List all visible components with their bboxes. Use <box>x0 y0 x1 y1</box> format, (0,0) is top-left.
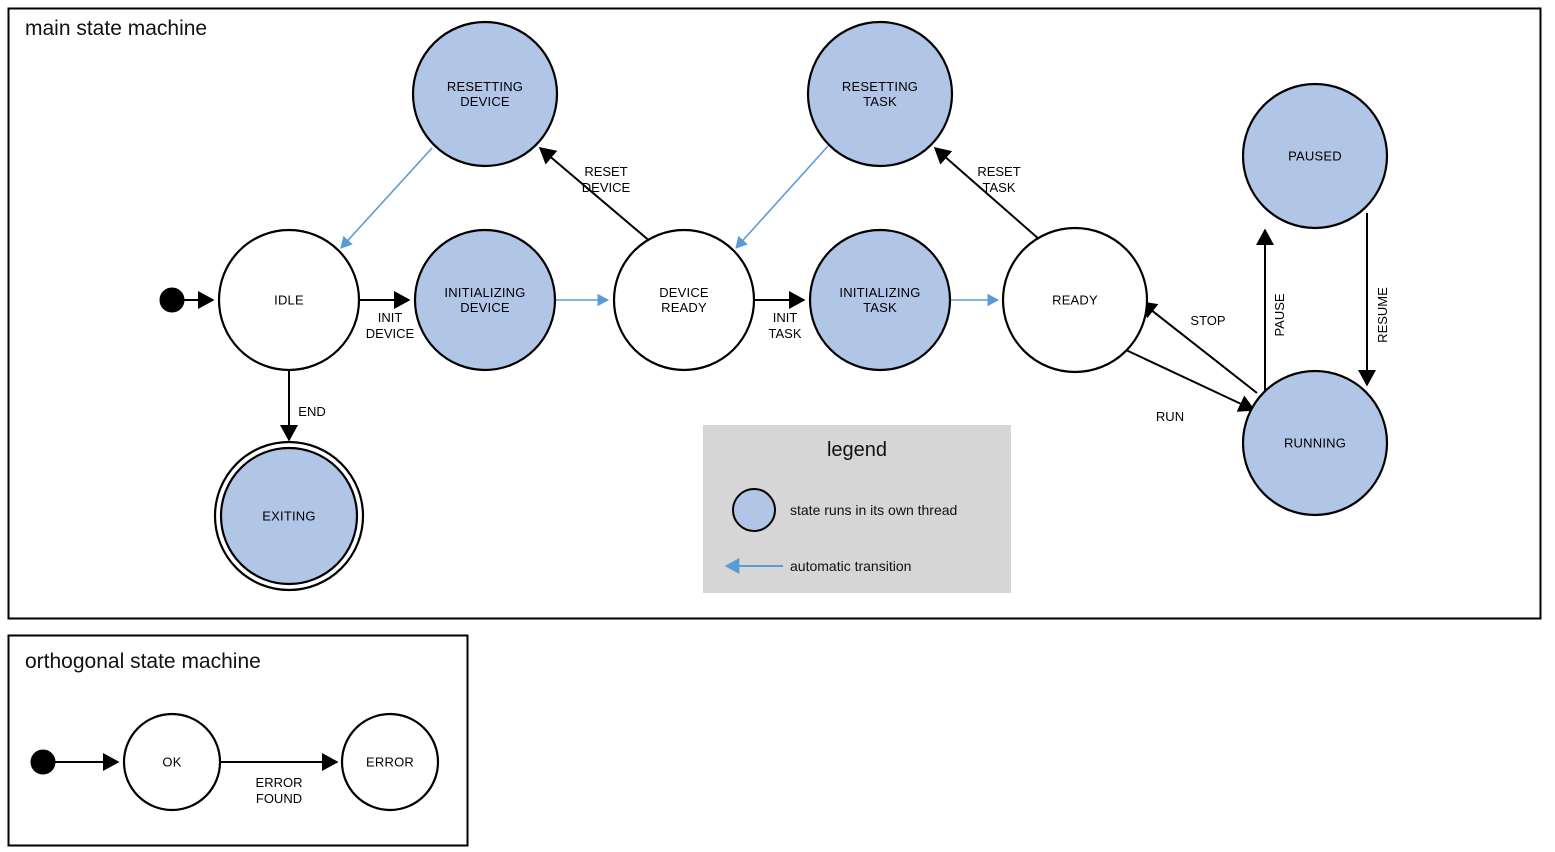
state-node-resetting-device[interactable] <box>411 20 559 168</box>
transition-label-idle-end-exiting: END <box>298 404 326 419</box>
transition-label-device-ready-reset-device: RESET DEVICE <box>581 164 631 195</box>
transition-ready-reset-task <box>933 147 1041 241</box>
state-label-initializing-device: INITIALIZING DEVICE <box>444 285 526 315</box>
initial-state-node <box>159 287 185 313</box>
state-node-initializing-device[interactable] <box>413 228 557 372</box>
state-node-error[interactable] <box>340 712 440 812</box>
initial-state-node <box>30 749 56 775</box>
state-node-device-ready[interactable] <box>612 228 756 372</box>
transition-running-stop-ready <box>1139 301 1258 394</box>
state-node-paused[interactable] <box>1241 82 1389 230</box>
transition-resetting-task-device-ready <box>735 145 829 249</box>
frame-title-orthogonal: orthogonal state machine <box>25 650 261 673</box>
transition-label-ready-reset-task: RESET TASK <box>977 164 1021 195</box>
state-label-running: RUNNING <box>1283 435 1347 451</box>
transition-label-ready-run-running: RUN <box>1155 409 1185 424</box>
state-node-ready[interactable] <box>1001 226 1149 374</box>
state-label-resetting-device: RESETTING DEVICE <box>446 79 524 109</box>
state-label-initializing-task: INITIALIZING TASK <box>839 285 921 315</box>
state-label-ready: READY <box>1052 292 1098 308</box>
transition-device-ready-reset-device <box>538 147 653 244</box>
frame-title-main: main state machine <box>25 17 208 40</box>
state-label-error: ERROR <box>366 754 414 770</box>
state-label-resetting-task: RESETTING TASK <box>841 79 919 109</box>
state-label-idle: IDLE <box>274 292 304 308</box>
transition-label-device-ready-init-task: INIT TASK <box>768 310 802 341</box>
state-node-initializing-task[interactable] <box>808 228 952 372</box>
transition-label-idle-init-device: INIT DEVICE <box>365 310 415 341</box>
state-label-paused: PAUSED <box>1288 148 1342 164</box>
transition-label-running-stop-ready: STOP <box>1190 313 1226 328</box>
state-node-resetting-task[interactable] <box>806 20 954 168</box>
state-node-running[interactable] <box>1241 369 1389 517</box>
state-label-ok: OK <box>162 754 182 770</box>
transition-label-paused-resume-running: RESUME <box>1375 287 1390 343</box>
state-node-idle[interactable] <box>217 228 361 372</box>
transition-ready-run-running <box>1125 349 1256 412</box>
legend-item-label-automatic-transition: automatic transition <box>790 558 912 574</box>
legend-item-label-thread-state: state runs in its own thread <box>790 502 958 518</box>
legend-title: legend <box>826 439 888 461</box>
transition-resetting-device-idle <box>340 147 433 249</box>
state-node-exiting[interactable] <box>219 446 359 586</box>
legend-swatch-thread-state-icon <box>732 488 776 532</box>
state-node-ok[interactable] <box>122 712 222 812</box>
state-label-exiting: EXITING <box>262 508 316 524</box>
transition-label-ok-error-found-error: ERROR FOUND <box>255 775 303 806</box>
state-label-device-ready: DEVICE READY <box>659 285 709 315</box>
transition-label-running-pause-paused: PAUSE <box>1272 293 1287 337</box>
